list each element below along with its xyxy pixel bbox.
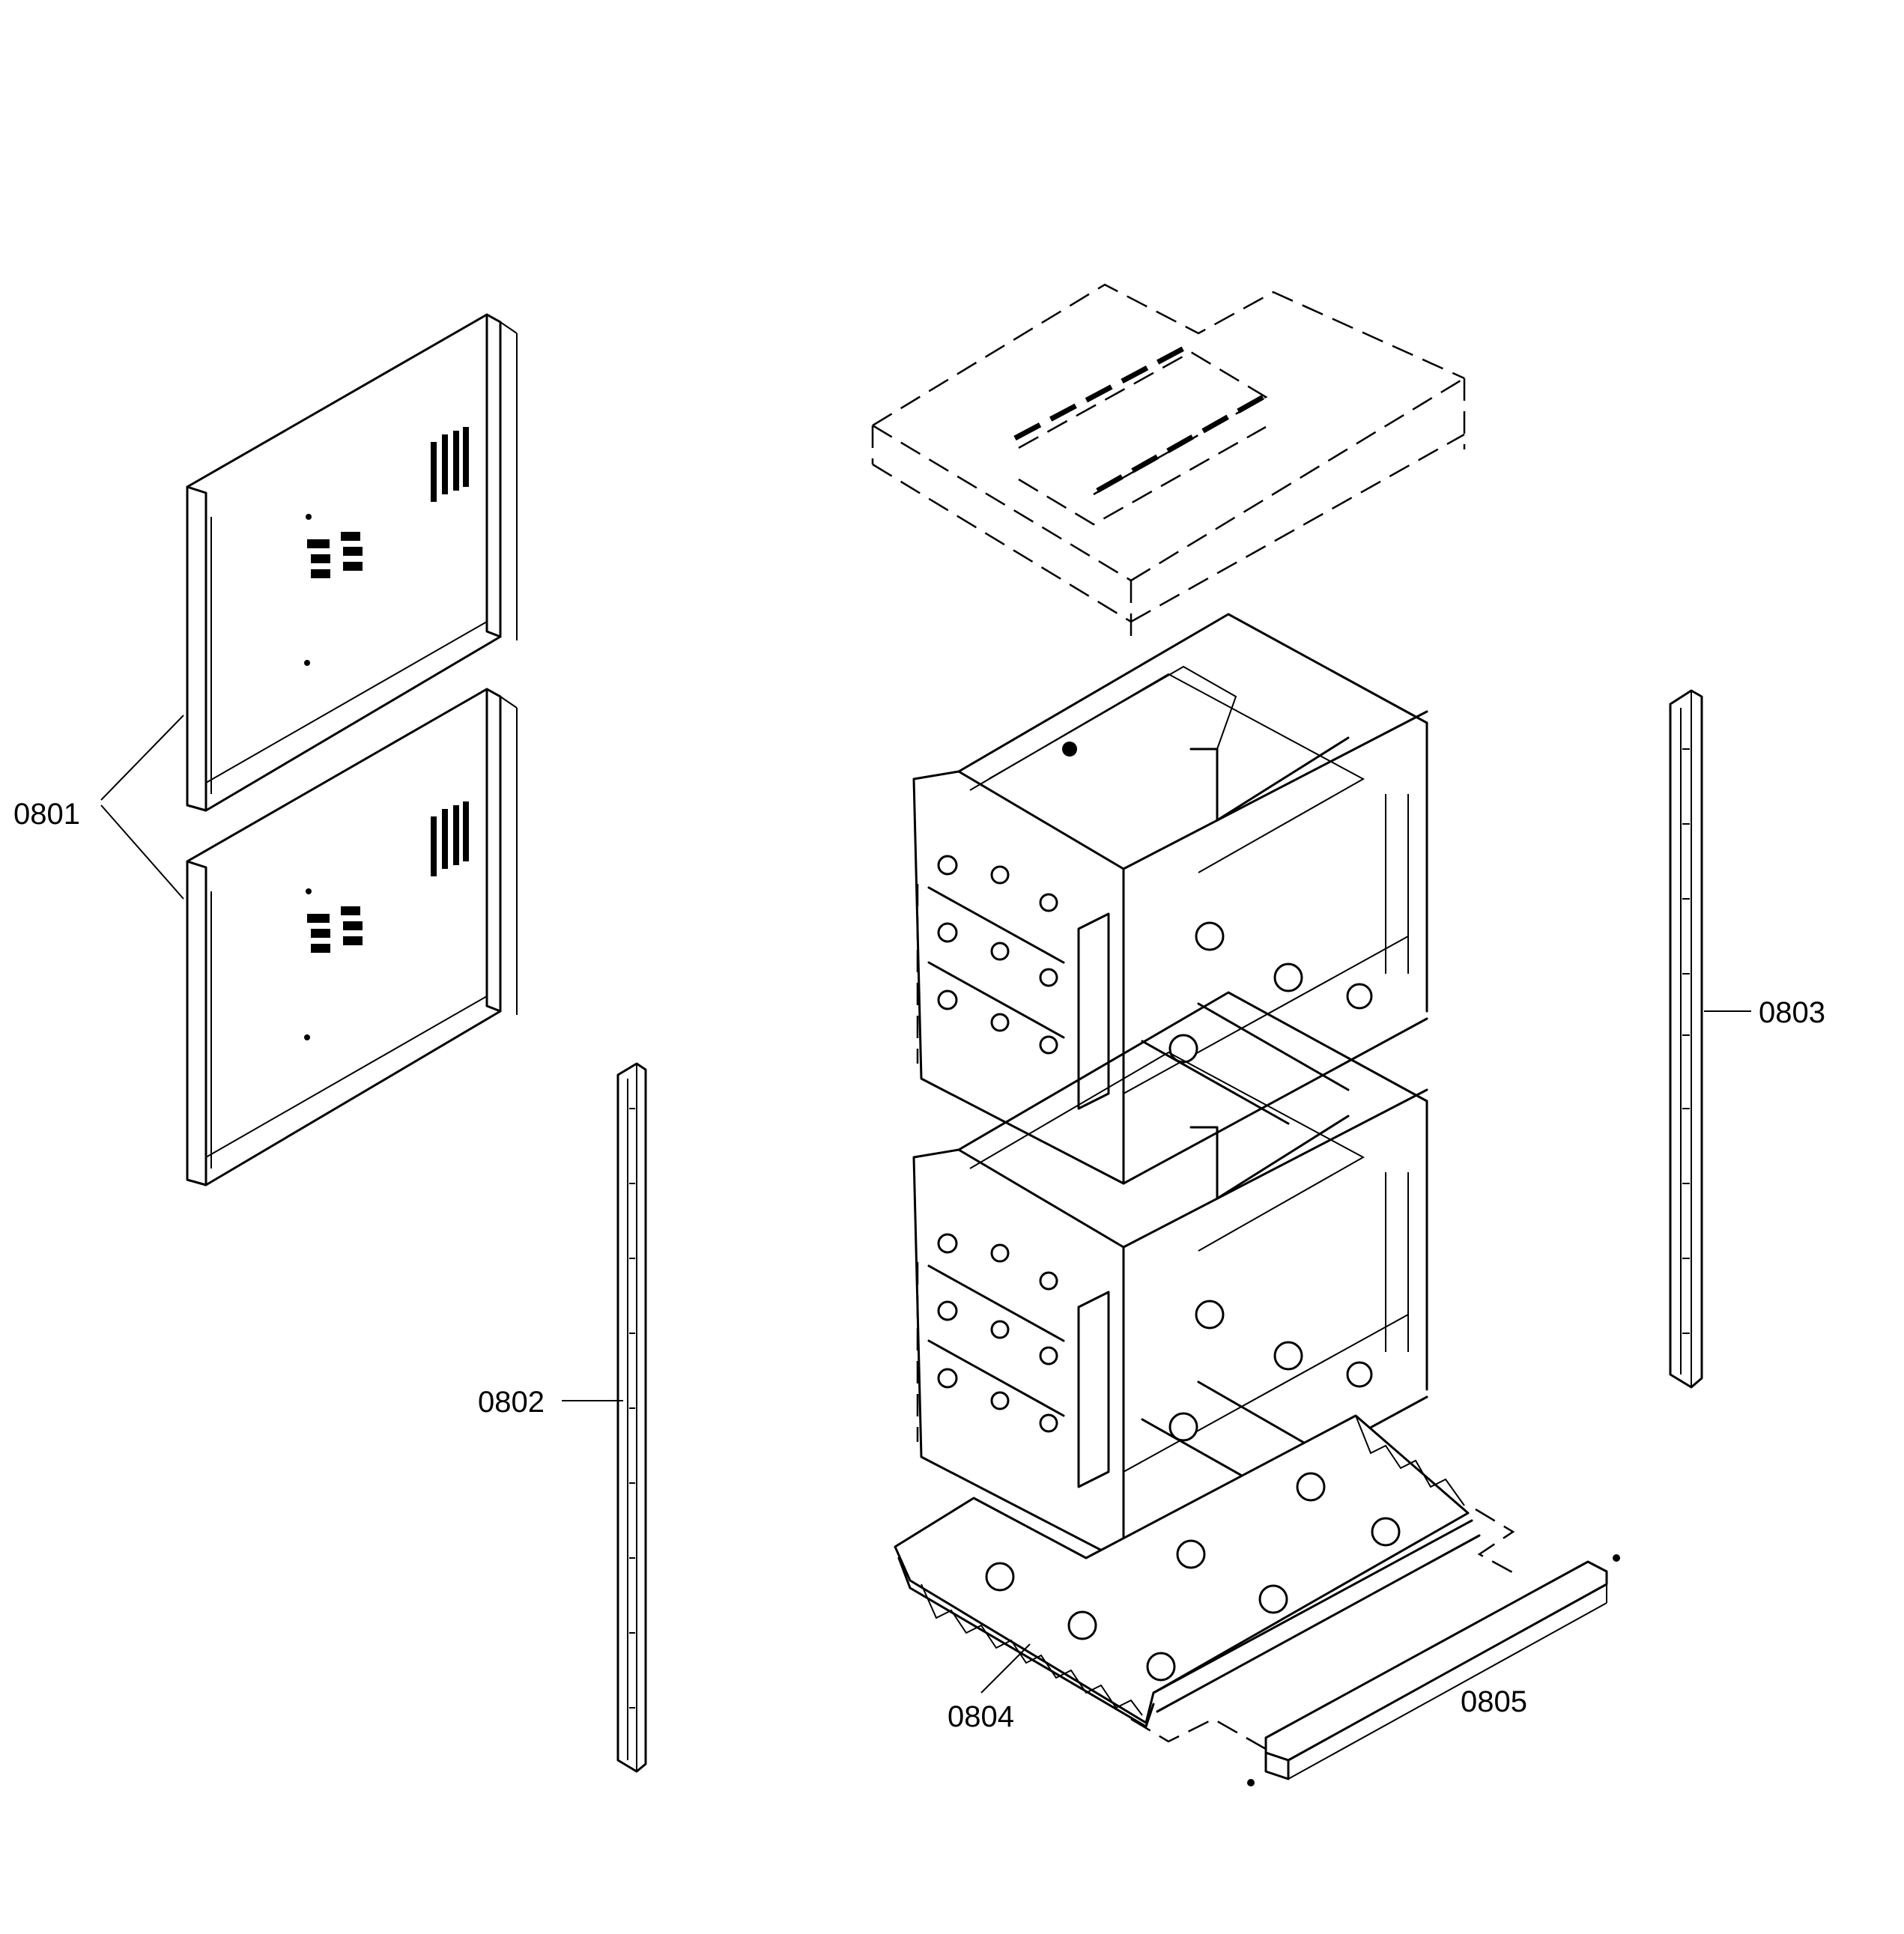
lower-cavity-frame[interactable] bbox=[912, 991, 1428, 1563]
side-panel-lower[interactable] bbox=[186, 688, 518, 1186]
callout-0802: 0802 bbox=[478, 1386, 623, 1419]
left-trim-strip[interactable] bbox=[616, 1062, 647, 1773]
bottom-tray[interactable] bbox=[894, 1414, 1481, 1728]
callout-0803: 0803 bbox=[1704, 996, 1825, 1029]
callout-0804-label: 0804 bbox=[948, 1700, 1014, 1733]
callout-0804: 0804 bbox=[948, 1643, 1031, 1733]
callout-0802-label: 0802 bbox=[478, 1386, 545, 1419]
callout-0805-label: 0805 bbox=[1461, 1685, 1527, 1718]
upper-cavity-frame[interactable] bbox=[912, 613, 1428, 1185]
callout-0803-label: 0803 bbox=[1759, 996, 1825, 1029]
top-cover-phantom bbox=[871, 283, 1466, 637]
callout-0805: 0805 bbox=[1461, 1685, 1527, 1718]
side-panel-upper[interactable] bbox=[186, 313, 518, 812]
callout-0801: 0801 bbox=[13, 715, 184, 900]
bottom-rail[interactable] bbox=[1130, 1508, 1620, 1786]
callout-0801-label: 0801 bbox=[13, 798, 80, 831]
right-trim-strip[interactable] bbox=[1669, 689, 1703, 1389]
